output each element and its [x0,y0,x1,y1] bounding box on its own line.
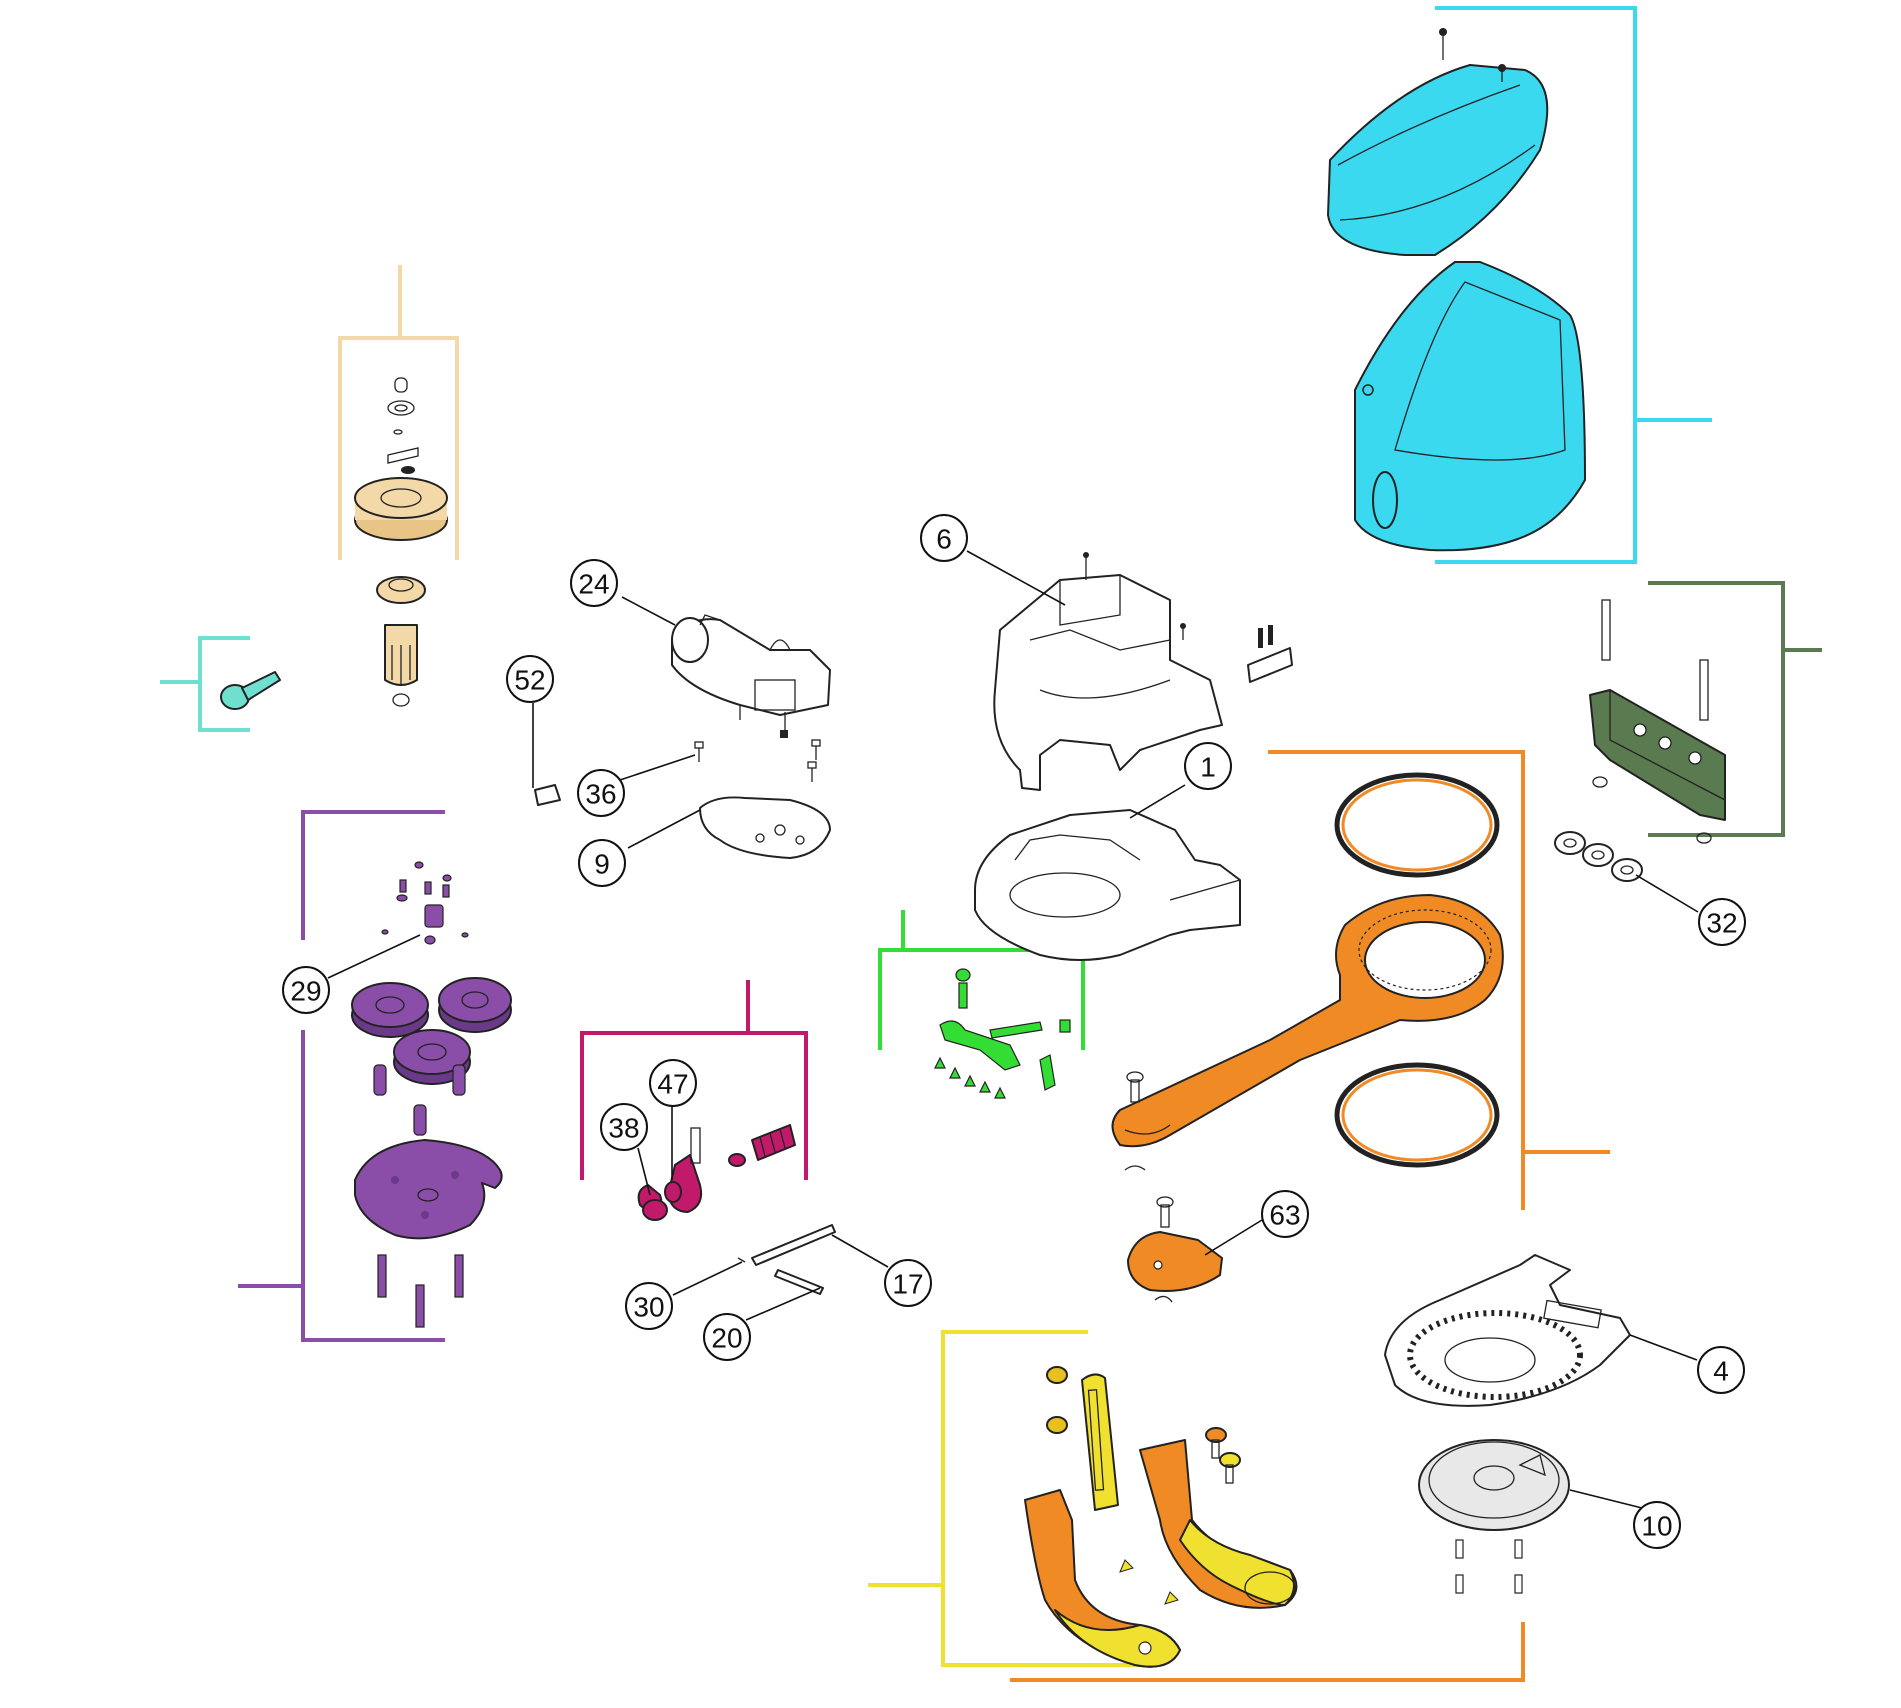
planet-carrier [354,1139,503,1240]
callout-47: 47 [649,1059,697,1107]
release-bracket [580,980,808,1180]
motor-plate [699,796,831,859]
limit-switch-parts [934,968,1071,1099]
release-key [220,671,281,710]
lower-cover-housing [1354,261,1586,552]
slide-arm-bracket [868,1330,1148,1667]
callout-label: 10 [1641,1511,1672,1542]
callout-38: 38 [600,1103,648,1151]
callout-17: 17 [884,1259,932,1307]
base-housing [974,809,1241,961]
washers [1554,831,1643,882]
callout-24: 24 [570,559,618,607]
callout-6: 6 [920,514,968,562]
gasket-ring-top [1334,772,1500,878]
mounting-bracket [1589,599,1726,844]
callout-label: 63 [1269,1200,1300,1231]
carrier-screws [377,1254,464,1328]
callout-label: 36 [585,779,616,810]
callout-9: 9 [578,839,626,887]
planet-gears [351,977,512,1085]
top-cover [1327,28,1549,256]
callout-1: 1 [1184,742,1232,790]
planetary-bracket [238,810,445,1342]
callout-label: 20 [711,1323,742,1354]
callout-label: 6 [936,524,952,555]
callout-label: 24 [578,569,609,600]
callout-29: 29 [282,966,330,1014]
release-mechanism [637,1124,796,1221]
arm-cam [1127,1231,1223,1303]
callout-label: 32 [1706,908,1737,939]
callout-10: 10 [1633,1501,1681,1549]
upper-housing-frame [993,552,1223,791]
callout-30: 30 [625,1282,673,1330]
callout-52: 52 [506,655,554,703]
encoder-plate [1384,1254,1631,1407]
arm-pins [1124,1071,1174,1228]
callout-label: 38 [608,1113,639,1144]
arm-bracket [1010,750,1610,1682]
clip-part [534,784,561,806]
terminal-block [1247,625,1293,683]
motor [671,614,831,738]
callout-label: 30 [633,1292,664,1323]
key-bracket [160,636,250,732]
callout-label: 4 [1713,1356,1729,1387]
callout-label: 47 [657,1069,688,1100]
planet-pins [373,1064,466,1136]
callout-36: 36 [577,769,625,817]
callout-label: 1 [1200,752,1216,783]
callout-label: 17 [892,1269,923,1300]
planetary-small-parts [381,861,469,945]
callout-label: 29 [290,976,321,1007]
gasket-ring-bottom [1334,1062,1500,1168]
gear-stack-bracket [338,265,459,560]
leader-lines [327,550,1699,1509]
encoder-disc [1418,1439,1570,1531]
slide-arm-parts [1024,1366,1298,1668]
disc-screws [1455,1539,1523,1594]
callout-4: 4 [1697,1346,1745,1394]
bracket-hardware-bracket [1648,581,1822,837]
callout-20: 20 [703,1313,751,1361]
callout-label: 9 [594,849,610,880]
release-pins [737,1224,836,1295]
output-gear-stack [354,377,448,707]
callout-32: 32 [1698,898,1746,946]
callout-63: 63 [1261,1190,1309,1238]
switch-bracket [878,910,1085,1050]
callout-label: 52 [514,665,545,696]
motor-screws [694,739,821,782]
cover-group-bracket [1435,6,1712,564]
drive-arm [1111,894,1504,1148]
